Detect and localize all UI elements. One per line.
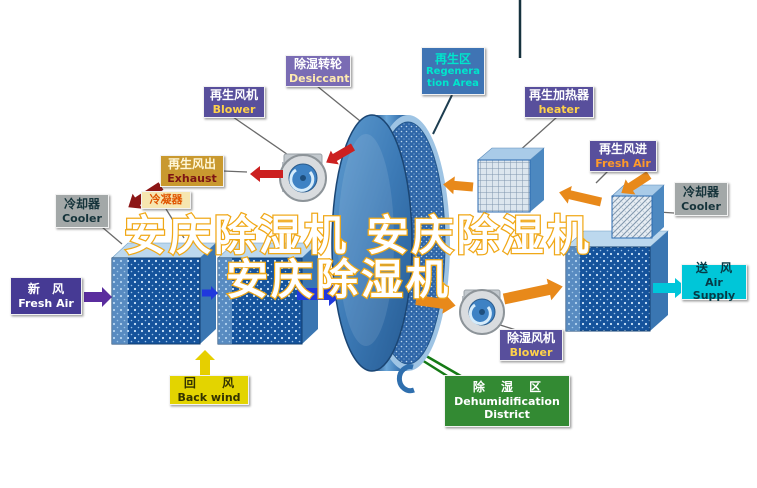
cooler-component [611, 184, 665, 239]
desiccant-wheel [331, 114, 450, 372]
leader-line [316, 85, 366, 126]
label-air-supply-en: Air Supply [692, 275, 736, 303]
label-fresh-air-zh: 新 风 [27, 281, 65, 296]
leader-line [516, 116, 558, 154]
label-exhaust: 再生风出 Exhaust [160, 155, 224, 187]
label-regen-area-en: Regeneration Area [425, 66, 480, 90]
label-air-supply: 送 风 Air Supply [681, 261, 747, 303]
arrow-regen-fan-out [250, 166, 283, 182]
label-cooler-right-en: Cooler [681, 199, 721, 213]
label-dehumid-district: 除 湿 区 Dehumidification District [444, 375, 570, 427]
label-condenser-zh: 冷凝器 [149, 193, 183, 207]
label-regen-area-zh: 再生区 [434, 51, 471, 66]
leader-line-green [420, 351, 467, 381]
leader-line [101, 226, 123, 245]
label-dehumid-blower-zh: 除湿风机 [506, 330, 555, 345]
leader-line [432, 94, 453, 135]
arrow-dry-air-to-fan [415, 293, 456, 314]
leader-line [165, 208, 185, 239]
label-condenser: 冷凝器 [141, 191, 191, 209]
wheel-drive-clamp [396, 364, 415, 394]
arrow-return-air [195, 350, 215, 376]
arrow-regen-in-to-cooler [621, 171, 652, 195]
label-regen-fresh-air: 再生风进 Fresh Air [589, 140, 657, 172]
arrow-cooler-to-heater [559, 186, 603, 207]
label-regen-blower-en: Blower [212, 102, 256, 116]
label-back-wind-zh: 回 风 [183, 375, 235, 390]
arrow-process-flow-2 [297, 282, 343, 306]
label-exhaust-en: Exhaust [167, 171, 217, 185]
label-dehumid-blower-en: Blower [509, 345, 553, 359]
label-exhaust-zh: 再生风出 [167, 156, 216, 171]
watermark-line-1: 安庆除湿机 安庆除湿机 [123, 210, 592, 262]
label-air-supply-zh: 送 风 [695, 261, 733, 276]
watermark-line-2: 安庆除湿机 [225, 254, 452, 306]
arrow-fan-to-unit [502, 278, 563, 305]
label-fresh-air: 新 风 Fresh Air [10, 277, 82, 315]
arrow-air-supply [653, 278, 687, 298]
label-desiccant-en: Desiccant [289, 71, 350, 85]
label-cooler-right: 冷却器 Cooler [674, 182, 728, 216]
label-back-wind-en: Back wind [177, 390, 241, 404]
label-cooler-left-zh: 冷却器 [63, 196, 100, 211]
label-desiccant: 除湿转轮 Desiccant [285, 55, 351, 87]
label-desiccant-zh: 除湿转轮 [293, 56, 342, 71]
label-cooler-left: 冷却器 Cooler [55, 194, 109, 228]
label-cooler-left-en: Cooler [62, 211, 102, 225]
arrow-process-flow-1 [202, 286, 218, 300]
label-dehumid-district-en: Dehumidification District [454, 394, 560, 422]
label-regen-heater-zh: 再生加热器 [528, 87, 589, 102]
label-regen-heater-en: heater [538, 102, 580, 116]
unit-left-coil [111, 242, 217, 345]
regen-fan [279, 153, 327, 202]
label-back-wind: 回 风 Back wind [169, 375, 249, 405]
label-fresh-air-en: Fresh Air [18, 296, 74, 310]
arrow-wheel-to-regen-fan [326, 143, 355, 165]
label-regen-heater: 再生加热器 heater [524, 86, 594, 118]
leader-line [222, 170, 248, 173]
label-regen-blower: 再生风机 Blower [203, 86, 265, 118]
label-regen-fresh-air-en: Fresh Air [595, 156, 651, 170]
label-regen-area: 再生区 Regeneration Area [421, 47, 485, 95]
arrow-fresh-air-in [84, 287, 112, 307]
wheel-drum-face [331, 114, 413, 372]
label-regen-blower-zh: 再生风机 [209, 87, 258, 102]
label-cooler-right-zh: 冷却器 [682, 184, 719, 199]
arrow-heater-to-wheel [443, 176, 474, 195]
label-dehumid-blower: 除湿风机 Blower [499, 329, 563, 361]
leader-line [595, 170, 609, 184]
label-dehumid-district-zh: 除 湿 区 [472, 380, 542, 395]
label-regen-fresh-air-zh: 再生风进 [598, 141, 647, 156]
unit-right-coil [565, 230, 669, 332]
process-fan [459, 289, 505, 335]
heater-component [477, 147, 545, 213]
